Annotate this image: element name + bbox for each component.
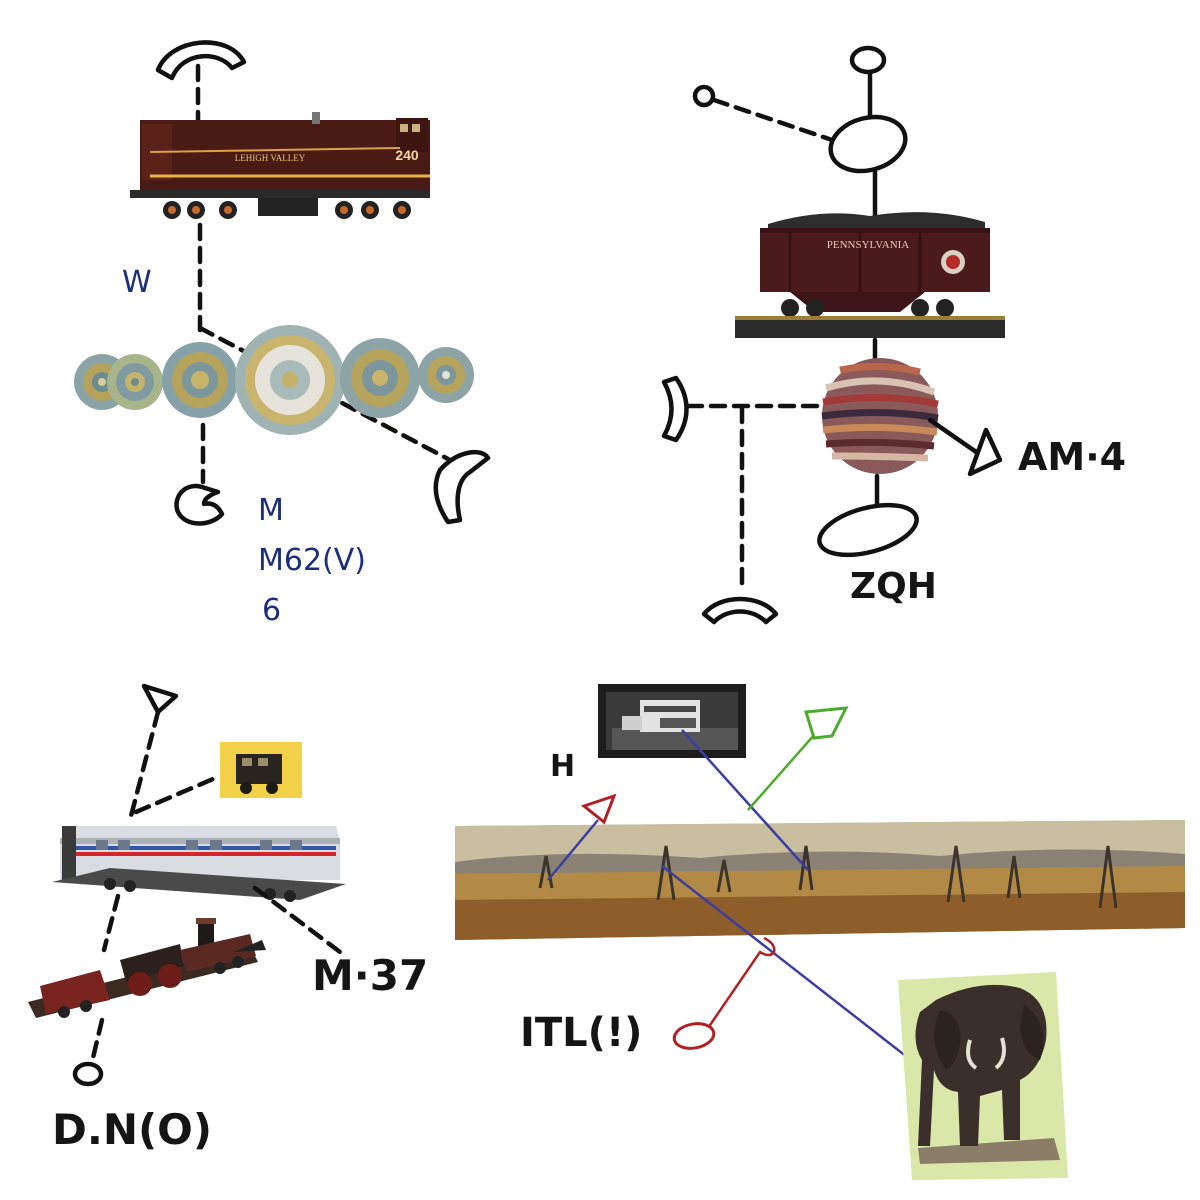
- label-dno: D.N(O): [52, 1105, 212, 1154]
- steam-locomotive: [28, 918, 266, 1018]
- triangle-symbol: [141, 683, 179, 715]
- triangle-symbol: [967, 427, 1003, 477]
- elephant-photo-cutout: [898, 972, 1068, 1180]
- small-locomotive-cutout: [220, 742, 302, 798]
- blue-line: [661, 865, 917, 1065]
- label-m37: M·37: [312, 951, 428, 1000]
- arc-symbol-left: [661, 375, 689, 443]
- red-line: [706, 936, 776, 1029]
- arc-symbol-top: [155, 40, 247, 81]
- blue-line: [681, 729, 809, 871]
- beaded-medallions: [74, 325, 474, 435]
- amtrak-passenger-car: [52, 826, 346, 902]
- red-triangle-symbol: [580, 793, 617, 825]
- arc-symbol-bottom: [701, 596, 779, 625]
- label-h: H: [550, 749, 575, 784]
- panel-bottom-left: M·37 D.N(O): [28, 683, 428, 1154]
- label-m62v: M62(V): [258, 543, 366, 578]
- dashed-line: [127, 709, 161, 823]
- dashed-line: [89, 1017, 105, 1065]
- label-m: M: [258, 493, 284, 528]
- locomotive-road-name: LEHIGH VALLEY: [235, 153, 306, 163]
- panel-top-right: PENNSYLVANIA AM·4: [661, 45, 1126, 625]
- c-shape-symbol: [174, 483, 225, 526]
- small-circle-symbol: [692, 84, 716, 108]
- label-itl: ITL(!): [520, 1010, 642, 1056]
- pennsylvania-hopper-car: PENNSYLVANIA: [735, 212, 1005, 338]
- oval-symbol: [828, 114, 908, 174]
- solid-line: [927, 417, 985, 459]
- small-oval-symbol: [72, 1061, 104, 1087]
- modernist-house-photo: [598, 684, 746, 758]
- green-rhombus-symbol: [804, 706, 849, 740]
- hopper-road-name: PENNSYLVANIA: [827, 239, 910, 251]
- arc-symbol-right: [433, 449, 491, 525]
- label-am4: AM·4: [1018, 435, 1126, 479]
- locomotive-number: 240: [395, 147, 419, 163]
- label-w: W: [122, 265, 152, 300]
- dashed-line: [252, 885, 343, 955]
- panel-top-left: LEHIGH VALLEY 240 W: [40, 40, 510, 630]
- oval-symbol-bottom: [817, 502, 919, 558]
- green-line: [747, 725, 823, 811]
- oval-symbol-top: [849, 45, 887, 75]
- dashed-line: [101, 893, 121, 953]
- panel-bottom-right: H ITL(!): [455, 684, 1185, 1180]
- dashed-line: [133, 773, 223, 815]
- lehigh-valley-locomotive: LEHIGH VALLEY 240: [130, 112, 430, 219]
- woven-circle: [821, 358, 939, 474]
- red-oval-symbol: [672, 1022, 716, 1050]
- label-6: 6: [262, 593, 281, 628]
- dashed-line: [711, 97, 835, 143]
- oil-field-landscape-strip: [455, 820, 1185, 940]
- label-zqh: ZQH: [850, 566, 937, 607]
- blue-line: [547, 819, 599, 881]
